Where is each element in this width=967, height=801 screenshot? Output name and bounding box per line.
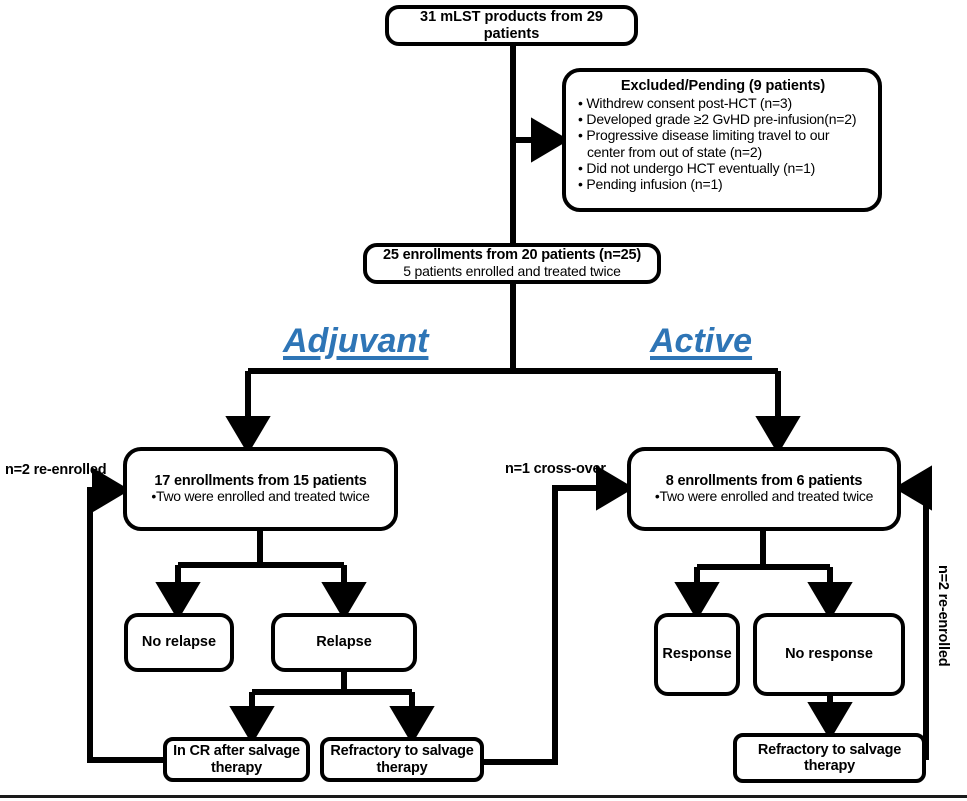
- excluded-item: Progressive disease limiting travel to o…: [578, 127, 868, 159]
- in-cr-line2: therapy: [211, 759, 262, 776]
- enrollments-line2: 5 patients enrolled and treated twice: [403, 262, 621, 279]
- branch-label-adjuvant: Adjuvant: [283, 322, 429, 360]
- node-no-response: No response: [753, 613, 905, 696]
- adjuvant-line2: •Two were enrolled and treated twice: [151, 488, 370, 505]
- edge-label-cross-over: n=1 cross-over: [505, 461, 606, 477]
- node-active-enrollments: 8 enrollments from 6 patients •Two were …: [627, 447, 901, 531]
- top-line2: patients: [483, 25, 540, 42]
- no-relapse-label: No relapse: [141, 634, 217, 651]
- top-line1: 31 mLST products from 29: [420, 9, 603, 26]
- excluded-item: Withdrew consent post-HCT (n=3): [578, 95, 868, 111]
- refractory-right-line1: Refractory to salvage: [757, 741, 902, 758]
- active-line2: •Two were enrolled and treated twice: [654, 488, 874, 505]
- no-response-label: No response: [785, 646, 873, 663]
- refractory-left-line1: Refractory to salvage: [330, 743, 474, 760]
- node-excluded-pending: Excluded/Pending (9 patients) Withdrew c…: [562, 68, 882, 212]
- excluded-list: Withdrew consent post-HCT (n=3) Develope…: [578, 95, 868, 192]
- edge-label-re-enrolled-right: n=2 re-enrolled: [935, 565, 951, 667]
- refractory-left-line2: therapy: [376, 759, 428, 776]
- node-in-cr-after-salvage: In CR after salvage therapy: [163, 737, 310, 782]
- active-line1: 8 enrollments from 6 patients: [665, 472, 863, 489]
- node-enrollments: 25 enrollments from 20 patients (n=25) 5…: [363, 243, 661, 284]
- node-refractory-salvage-left: Refractory to salvage therapy: [320, 737, 484, 782]
- adjuvant-line1: 17 enrollments from 15 patients: [154, 472, 367, 489]
- edge-label-re-enrolled-left: n=2 re-enrolled: [5, 462, 107, 478]
- relapse-label: Relapse: [316, 634, 372, 651]
- refractory-right-line2: therapy: [804, 758, 855, 774]
- excluded-header: Excluded/Pending (9 patients): [620, 78, 826, 94]
- enrollments-line1: 25 enrollments from 20 patients (n=25): [383, 247, 641, 264]
- branch-label-active: Active: [650, 322, 753, 360]
- excluded-item: Pending infusion (n=1): [578, 176, 868, 192]
- excluded-item: Did not undergo HCT eventually (n=1): [578, 160, 868, 176]
- node-top-products: 31 mLST products from 29 patients: [385, 5, 638, 46]
- edge-loop-cross-over: [484, 465, 635, 765]
- node-relapse: Relapse: [271, 613, 417, 672]
- node-adjuvant-enrollments: 17 enrollments from 15 patients •Two wer…: [123, 447, 398, 531]
- excluded-item: Developed grade ≥2 GvHD pre-infusion(n=2…: [578, 111, 868, 127]
- edge-loop-re-enrolled-left: [87, 467, 163, 763]
- node-refractory-salvage-right: Refractory to salvage therapy: [733, 733, 926, 783]
- node-no-relapse: No relapse: [124, 613, 234, 672]
- edge-loop-re-enrolled-right: [893, 465, 933, 760]
- response-label: Response: [662, 646, 732, 663]
- in-cr-line1: In CR after salvage: [173, 743, 300, 760]
- footer-rule: [0, 795, 967, 798]
- node-response: Response: [654, 613, 740, 696]
